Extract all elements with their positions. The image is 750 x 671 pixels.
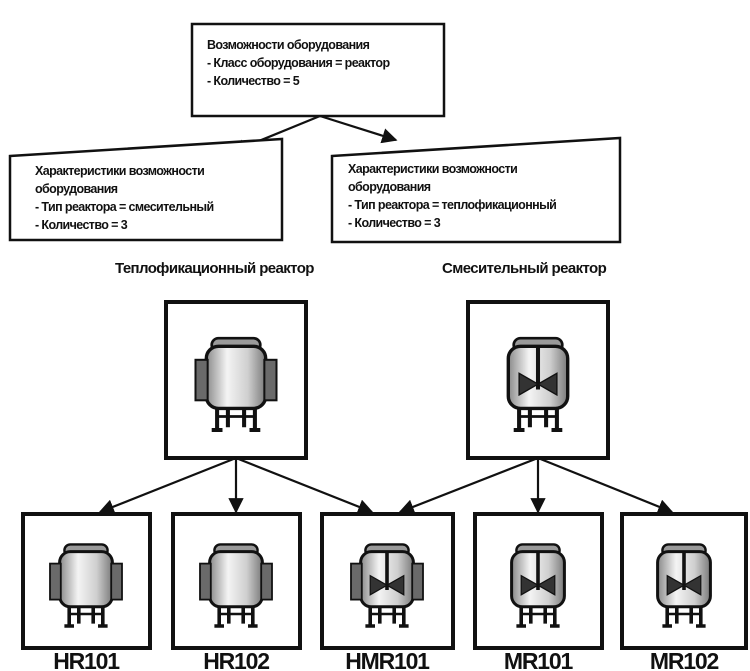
left-box-count-line: - Количество = 3: [35, 218, 128, 232]
unit-hr101: HR101: [21, 512, 152, 671]
mixing-reactor-caption: Смесительный реактор: [442, 260, 607, 277]
unit-label-hmr101: HMR101: [345, 648, 430, 671]
arrow-mixing-to-mr102: [537, 456, 674, 514]
equipment-capability-box: Возможности оборудования - Класс оборудо…: [190, 22, 446, 118]
capability-class-line: - Класс оборудования = реактор: [207, 56, 390, 70]
unit-mr101: MR101: [473, 512, 604, 671]
capability-title: Возможности оборудования: [207, 38, 370, 52]
unit-label-hr101: HR101: [53, 648, 120, 671]
right-box-count-line: - Количество = 3: [348, 216, 441, 230]
right-characteristics-box: Характеристики возможности оборудования …: [330, 136, 622, 244]
arrow-mixing-to-hmr101: [398, 456, 539, 515]
arrow-heating-to-hmr101: [235, 456, 374, 515]
mixing-reactor-icon: [508, 338, 567, 430]
left-box-type-line: - Тип реактора = смесительный: [35, 200, 214, 214]
unit-hr102: HR102: [171, 512, 302, 671]
mixing-reactor-class: [466, 300, 610, 460]
heating-reactor-class: [164, 300, 308, 460]
unit-label-mr101: MR101: [504, 648, 574, 671]
unit-label-hr102: HR102: [203, 648, 269, 671]
left-characteristics-box: Характеристики возможности оборудования …: [8, 137, 284, 242]
mixing-reactor-icon: [509, 542, 567, 628]
right-box-line-2: оборудования: [348, 180, 431, 194]
arrow-to-right-box: [319, 114, 398, 144]
capability-count-line: - Количество = 5: [207, 74, 300, 88]
right-box-type-line: - Тип реактора = теплофикационный: [348, 198, 556, 212]
unit-hmr101: HMR101: [320, 512, 455, 671]
left-box-line-1: Характеристики возможности: [35, 164, 204, 178]
unit-mr102: MR102: [620, 512, 748, 671]
mixing-reactor-icon: [655, 542, 713, 628]
arrow-heating-to-hr101: [98, 456, 237, 515]
right-box-line-1: Характеристики возможности: [348, 162, 517, 176]
left-box-line-2: оборудования: [35, 182, 118, 196]
unit-label-mr102: MR102: [650, 648, 719, 671]
heating-reactor-caption: Теплофикационный реактор: [115, 260, 314, 277]
